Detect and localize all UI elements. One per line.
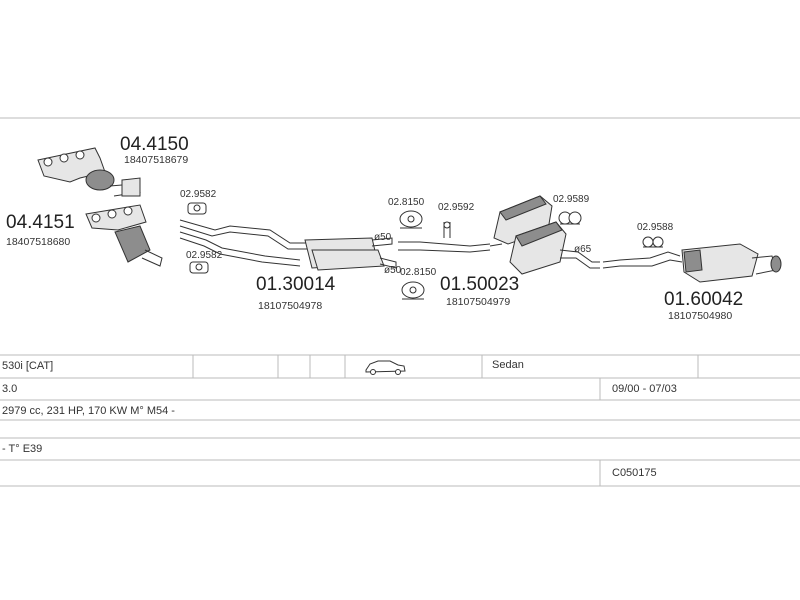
manifold-top-oe: 18407518679 xyxy=(124,154,188,166)
front-pipe-oe: 18107504978 xyxy=(258,300,322,312)
vehicle-years: 09/00 - 07/03 xyxy=(612,383,677,395)
hanger-a-icon[interactable] xyxy=(399,210,423,229)
clamp-e-icon[interactable] xyxy=(642,236,664,248)
vehicle-body: Sedan xyxy=(492,359,524,371)
clamp-c-label: 02.9592 xyxy=(438,202,475,213)
manifold-left-number: 04.4151 xyxy=(6,212,75,233)
vehicle-engine: 3.0 xyxy=(2,383,17,395)
front-pipe-part[interactable] xyxy=(179,219,397,271)
diameter-d3: ø65 xyxy=(574,244,592,255)
vehicle-spec: 2979 cc, 231 HP, 170 KW M° M54 - xyxy=(2,405,175,417)
hanger-a-label: 02.8150 xyxy=(388,197,425,208)
clamp-d-label: 02.9589 xyxy=(553,194,590,205)
clamp-b-icon[interactable] xyxy=(189,261,209,274)
middle-pipe-oe: 18107504979 xyxy=(446,296,510,308)
hanger-b-label: 02.8150 xyxy=(400,267,437,278)
rear-silencer-oe: 18107504980 xyxy=(668,310,732,322)
middle-pipe-number: 01.50023 xyxy=(440,274,519,295)
middle-pipe-part[interactable] xyxy=(398,195,600,275)
clamp-d-icon[interactable] xyxy=(558,211,582,225)
clamp-e-label: 02.9588 xyxy=(637,222,674,233)
vehicle-model: 530i [CAT] xyxy=(2,360,53,372)
clamp-c-icon[interactable] xyxy=(443,221,451,238)
manifold-top-part[interactable] xyxy=(37,147,141,197)
diameter-d1: ø50 xyxy=(374,232,392,243)
sedan-car-icon xyxy=(365,360,406,375)
manifold-top-number: 04.4150 xyxy=(120,134,189,155)
manifold-left-part[interactable] xyxy=(85,204,163,267)
rear-silencer-number: 01.60042 xyxy=(664,289,743,310)
manifold-left-oe: 18407518680 xyxy=(6,236,70,248)
clamp-a-icon[interactable] xyxy=(187,202,207,215)
vehicle-code: C050175 xyxy=(612,467,657,479)
rear-silencer-part[interactable] xyxy=(602,243,782,283)
diameter-d2: ø50 xyxy=(384,265,402,276)
vehicle-type: - T° E39 xyxy=(2,443,42,455)
clamp-a-label: 02.9582 xyxy=(180,189,217,200)
front-pipe-number: 01.30014 xyxy=(256,274,336,295)
clamp-b-label: 02.9582 xyxy=(186,250,223,261)
vehicle-table xyxy=(0,354,800,487)
hanger-b-icon[interactable] xyxy=(401,281,425,300)
